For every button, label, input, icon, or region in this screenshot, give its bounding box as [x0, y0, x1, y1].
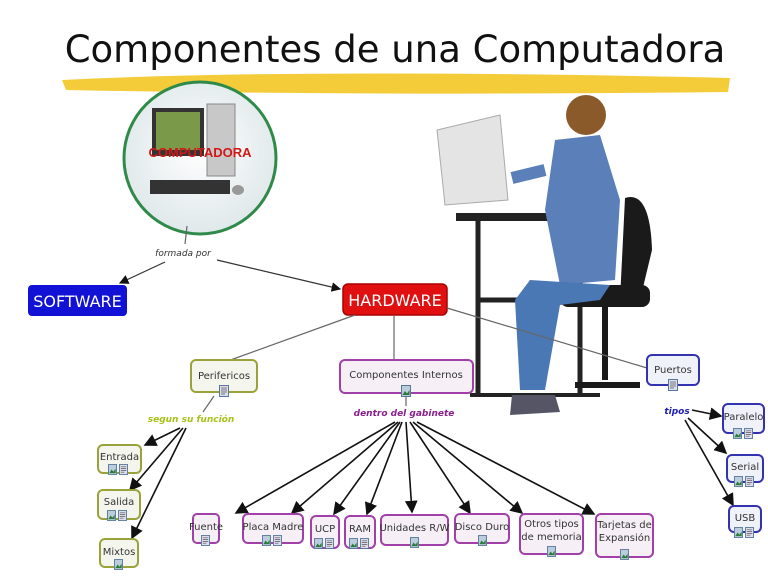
image-icon[interactable]	[114, 559, 123, 570]
svg-text:Entrada: Entrada	[100, 452, 139, 463]
image-icon[interactable]	[733, 428, 742, 439]
svg-text:Paralelo: Paralelo	[724, 412, 764, 423]
svg-text:Salida: Salida	[104, 497, 135, 508]
node-paralelo[interactable]: Paralelo	[722, 403, 765, 439]
node-computadora[interactable]: COMPUTADORA	[122, 80, 278, 236]
svg-text:USB: USB	[735, 513, 756, 524]
node-salida[interactable]: Salida	[97, 489, 141, 521]
image-icon[interactable]	[410, 537, 419, 548]
node-tarjetas-de-expansion[interactable]: Tarjetas de Expansión	[595, 513, 654, 560]
document-icon[interactable]	[360, 538, 369, 549]
link-formada-por: formada por	[155, 249, 212, 259]
node-unidades-rw[interactable]: Unidades R/W	[379, 514, 450, 548]
document-icon[interactable]	[325, 538, 334, 549]
image-icon[interactable]	[314, 538, 323, 549]
svg-text:SOFTWARE: SOFTWARE	[33, 292, 122, 311]
person-at-computer-illustration	[436, 95, 652, 415]
svg-text:Perifericos: Perifericos	[198, 371, 250, 382]
image-icon[interactable]	[107, 510, 116, 521]
image-icon[interactable]	[108, 464, 117, 475]
svg-text:HARDWARE: HARDWARE	[348, 291, 442, 310]
svg-text:Otros tipos: Otros tipos	[524, 519, 579, 530]
link-tipos: tipos	[664, 407, 690, 417]
node-componentes-internos[interactable]: Componentes Internos	[339, 359, 474, 397]
document-icon[interactable]	[119, 464, 128, 475]
node-ucp[interactable]: UCP	[310, 515, 340, 549]
image-icon[interactable]	[620, 549, 629, 560]
node-otros-tipos-de-memoria[interactable]: Otros tipos de memoria	[519, 513, 584, 557]
image-icon[interactable]	[401, 385, 411, 397]
image-icon[interactable]	[262, 535, 271, 546]
image-icon[interactable]	[349, 538, 358, 549]
node-fuente[interactable]: Fuente	[189, 513, 223, 546]
node-entrada[interactable]: Entrada	[97, 444, 142, 475]
node-perifericos[interactable]: Perifericos	[190, 359, 258, 397]
document-icon[interactable]	[219, 385, 229, 397]
svg-text:Puertos: Puertos	[654, 365, 692, 376]
link-dentro-del-gabinete: dentro del gabinete	[354, 409, 455, 419]
image-icon[interactable]	[734, 527, 743, 538]
node-ram[interactable]: RAM	[344, 515, 376, 549]
node-hardware[interactable]: HARDWARE	[342, 283, 448, 316]
document-icon[interactable]	[118, 510, 127, 521]
document-icon[interactable]	[668, 379, 678, 391]
document-icon[interactable]	[201, 535, 210, 546]
keyboard-icon	[150, 180, 230, 194]
node-puertos[interactable]: Puertos	[646, 354, 700, 391]
document-icon[interactable]	[745, 476, 754, 487]
node-mixtos[interactable]: Mixtos	[99, 538, 139, 570]
svg-text:UCP: UCP	[315, 524, 335, 535]
svg-text:COMPUTADORA: COMPUTADORA	[148, 145, 252, 160]
svg-text:Disco Duro: Disco Duro	[455, 522, 510, 533]
document-icon[interactable]	[273, 535, 282, 546]
document-icon[interactable]	[745, 527, 754, 538]
node-placa-madre[interactable]: Placa Madre	[242, 513, 304, 546]
image-icon[interactable]	[734, 476, 743, 487]
svg-text:Unidades R/W: Unidades R/W	[379, 523, 449, 534]
svg-text:Expansión: Expansión	[599, 532, 651, 544]
svg-text:de memoria: de memoria	[521, 532, 581, 543]
document-icon[interactable]	[744, 428, 753, 439]
svg-text:Tarjetas de: Tarjetas de	[596, 520, 652, 531]
node-software[interactable]: SOFTWARE	[28, 285, 127, 316]
svg-text:Placa Madre: Placa Madre	[243, 522, 304, 533]
link-segun-su-funcion: segun su función	[148, 414, 235, 425]
svg-text:Fuente: Fuente	[189, 522, 223, 533]
node-usb[interactable]: USB	[728, 505, 762, 538]
svg-text:Mixtos: Mixtos	[103, 547, 136, 558]
image-icon[interactable]	[547, 546, 556, 557]
page-title: Componentes de una Computadora	[65, 28, 726, 71]
image-icon[interactable]	[478, 535, 487, 546]
node-serial[interactable]: Serial	[726, 454, 764, 487]
svg-text:Serial: Serial	[731, 462, 759, 473]
svg-text:Componentes Internos: Componentes Internos	[349, 370, 463, 381]
node-disco-duro[interactable]: Disco Duro	[454, 513, 510, 546]
svg-text:RAM: RAM	[349, 524, 371, 535]
